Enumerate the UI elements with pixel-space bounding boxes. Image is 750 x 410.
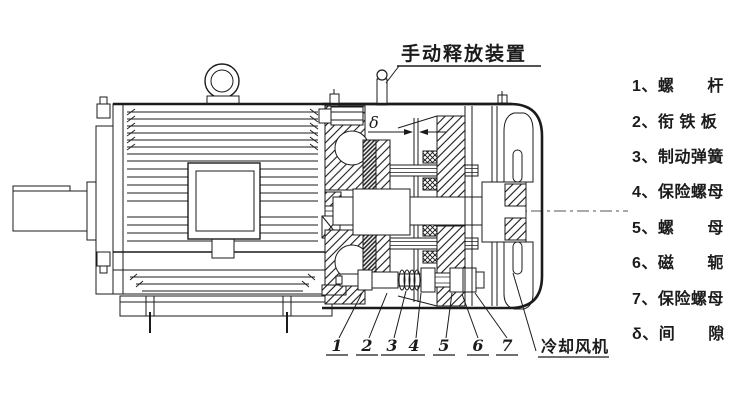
fan-blade-bottom: [503, 241, 534, 310]
drain-plug: [211, 237, 235, 259]
legend-item-2: 2、衔 铁 板: [632, 114, 718, 131]
motor-left-view: [12, 63, 628, 333]
fan-cover-bolt: [497, 91, 508, 104]
callout-4: 4: [408, 336, 419, 355]
fan-blade-top: [503, 112, 534, 183]
mounting-feet: [119, 295, 333, 333]
callout-5: 5: [438, 336, 449, 355]
manual-release-label: 手动释放装置: [401, 42, 527, 65]
bottom-fins: [129, 273, 316, 292]
legend-item-5: 5、螺 母: [632, 220, 724, 237]
legend-item-4: 4、保险螺母: [632, 184, 724, 201]
callout-7: 7: [501, 336, 512, 355]
callout-6: 6: [472, 336, 483, 355]
shaft-hub: [332, 188, 489, 236]
callout-3: 3: [386, 336, 397, 355]
parts-legend: 1、螺 杆 2、衔 铁 板 3、制动弹簧 4、保险螺母 5、螺 母 6、磁 轭 …: [630, 0, 750, 410]
motor-shaft: [12, 181, 97, 241]
front-end-bracket: [95, 96, 114, 295]
callout-numbers: 1 2 3 4 5 6 7: [331, 336, 512, 355]
fan-hub: [481, 181, 527, 243]
brake-assembly-section: [113, 69, 512, 307]
legend-item-7: 7、保险螺母: [632, 291, 724, 308]
legend-item-6: 6、磁 轭: [632, 255, 724, 272]
manual-release-rod: [376, 69, 388, 106]
terminal-box: [187, 162, 261, 240]
delta-symbol: δ: [369, 113, 379, 132]
adjusting-screw-assembly: [321, 267, 485, 296]
legend-item-1: 1、螺 杆: [632, 78, 724, 95]
cooling-fan-section: [322, 91, 544, 310]
gap-dimension: [368, 129, 446, 135]
annotations: 手动释放装置 δ 1 2 3 4 5 6 7: [326, 42, 609, 358]
lifting-eyebolt: [204, 63, 240, 105]
callout-2: 2: [360, 336, 372, 355]
housing-bolt: [318, 89, 364, 126]
cooling-fan-leader: [512, 272, 537, 352]
cooling-fins: [126, 108, 319, 242]
manual-release-leader: [385, 65, 400, 84]
callout-1: 1: [331, 336, 342, 355]
legend-item-3: 3、制动弹簧: [632, 149, 724, 166]
legend-item-delta: δ、间 隙: [632, 326, 725, 343]
cooling-fan-label: 冷却风机: [541, 337, 609, 356]
callout-leaders: [338, 290, 508, 339]
